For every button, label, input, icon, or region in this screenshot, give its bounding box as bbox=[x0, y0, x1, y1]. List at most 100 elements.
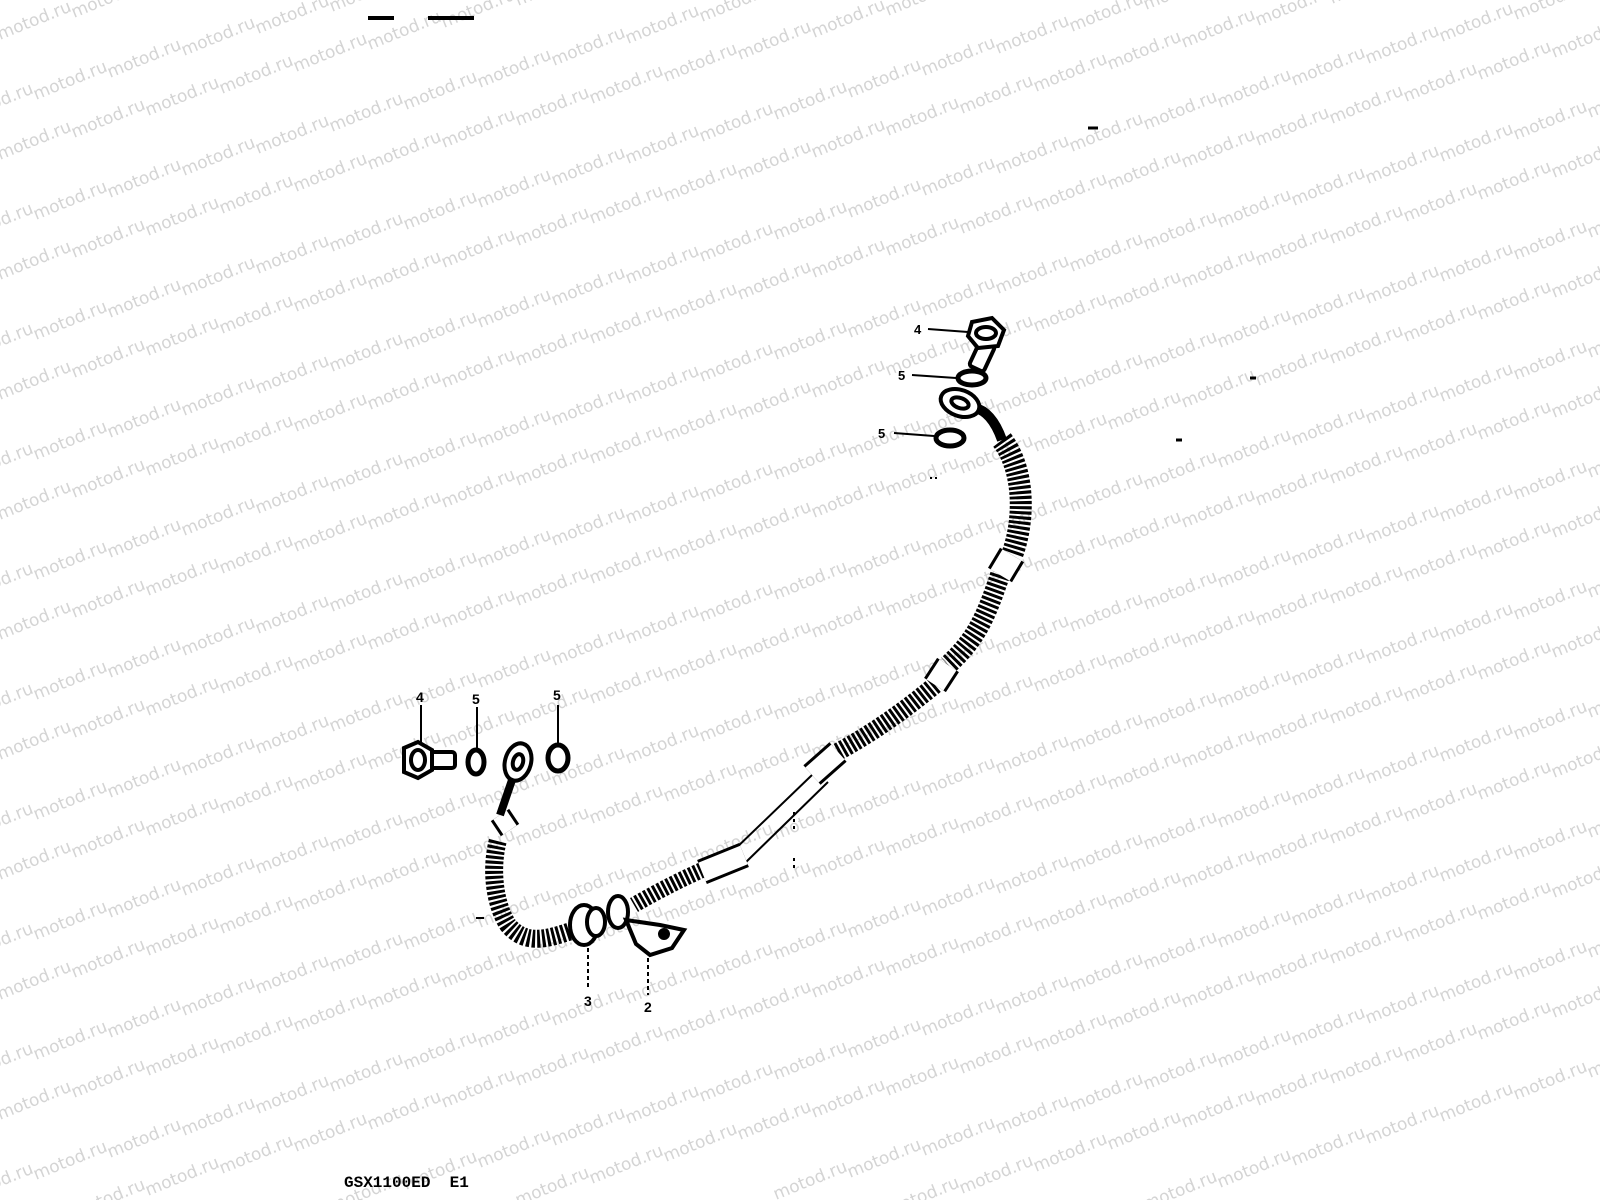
watermark-text: motod.ru bbox=[30, 657, 110, 705]
watermark-text: motod.ru bbox=[696, 939, 776, 987]
watermark-text: motod.ru bbox=[1400, 899, 1480, 947]
watermark-text: motod.ru bbox=[326, 449, 406, 497]
watermark-text: motod.ru bbox=[474, 405, 554, 453]
watermark-text: motod.ru bbox=[252, 591, 332, 639]
watermark-text: motod.ru bbox=[474, 165, 554, 213]
watermark-text: motod.ru bbox=[1252, 463, 1332, 511]
watermark-text: motod.ru bbox=[142, 913, 222, 961]
watermark-text: motod.ru bbox=[844, 1015, 924, 1063]
watermark-text: motod.ru bbox=[734, 17, 814, 65]
watermark-text: motod.ru bbox=[1178, 725, 1258, 773]
watermark-text: motod.ru bbox=[1030, 169, 1110, 217]
watermark-text: motod.ru bbox=[1510, 97, 1590, 145]
watermark-text: motod.ru bbox=[1288, 523, 1368, 571]
watermark-text: motod.ru bbox=[104, 1115, 184, 1163]
watermark-text: motod.ru bbox=[1510, 577, 1590, 625]
watermark-text: motod.ru bbox=[1474, 757, 1554, 805]
watermark-text: motod.ru bbox=[142, 553, 222, 601]
watermark-text: motod.ru bbox=[622, 1, 702, 49]
watermark-text: motod.ru bbox=[400, 547, 480, 595]
watermark-text: motod.ru bbox=[178, 493, 258, 541]
watermark-text: motod.ru bbox=[1214, 305, 1294, 353]
watermark-text: motod.ru bbox=[660, 279, 740, 327]
watermark-text: motod.ru bbox=[1436, 719, 1516, 767]
watermark-text: motod.ru bbox=[290, 629, 370, 677]
watermark-text: motod.ru bbox=[1362, 381, 1442, 429]
watermark-text: motod.ru bbox=[696, 99, 776, 147]
watermark-text: motod.ru bbox=[512, 1163, 592, 1200]
watermark-text: motod.ru bbox=[1252, 0, 1332, 31]
watermark-text: motod.ru bbox=[290, 389, 370, 437]
watermark-text: motod.ru bbox=[1066, 1069, 1146, 1117]
watermark-text: motod.ru bbox=[1362, 501, 1442, 549]
watermark-text: motod.ru bbox=[364, 127, 444, 175]
watermark-text: motod.ru bbox=[918, 1113, 998, 1161]
watermark-text: motod.ru bbox=[1362, 981, 1442, 1029]
watermark-text: motod.ru bbox=[992, 371, 1072, 419]
watermark-text: motod.ru bbox=[252, 951, 332, 999]
watermark-text: motod.ru bbox=[252, 1071, 332, 1119]
watermark-text: motod.ru bbox=[1030, 409, 1110, 457]
watermark-text: motod.ru bbox=[586, 1021, 666, 1069]
watermark-text: motod.ru bbox=[1474, 637, 1554, 685]
watermark-text: motod.ru bbox=[364, 487, 444, 535]
watermark-text: motod.ru bbox=[992, 971, 1072, 1019]
callout-upper-washer-a: 5 bbox=[898, 368, 905, 383]
watermark-text: motod.ru bbox=[1400, 179, 1480, 227]
watermark-text: motod.ru bbox=[474, 525, 554, 573]
watermark-text: motod.ru bbox=[586, 181, 666, 229]
watermark-text: motod.ru bbox=[808, 1075, 888, 1123]
watermark-text: motod.ru bbox=[68, 0, 148, 23]
watermark-text: motod.ru bbox=[1178, 845, 1258, 893]
watermark-text: motod.ru bbox=[512, 83, 592, 131]
upper-washer-a-icon bbox=[955, 368, 989, 388]
watermark-text: motod.ru bbox=[30, 537, 110, 585]
watermark-text: motod.ru bbox=[918, 753, 998, 801]
watermark-text: motod.ru bbox=[548, 383, 628, 431]
watermark-text: motod.ru bbox=[1362, 261, 1442, 309]
watermark-text: motod.ru bbox=[216, 291, 296, 339]
watermark-text: motod.ru bbox=[696, 339, 776, 387]
watermark-text: motod.ru bbox=[882, 813, 962, 861]
callout-upper-banjo-bolt: 4 bbox=[914, 322, 922, 337]
watermark-text: motod.ru bbox=[1104, 747, 1184, 795]
watermark-text: motod.ru bbox=[30, 1137, 110, 1185]
watermark-text: motod.ru bbox=[326, 809, 406, 857]
watermark-text: motod.ru bbox=[1326, 81, 1406, 129]
watermark-text: motod.ru bbox=[1510, 457, 1590, 505]
watermark-text: motod.ru bbox=[142, 1153, 222, 1200]
watermark-text: motod.ru bbox=[178, 13, 258, 61]
watermark-text: motod.ru bbox=[992, 251, 1072, 299]
watermark-text: motod.ru bbox=[734, 737, 814, 785]
watermark-text: motod.ru bbox=[68, 95, 148, 143]
watermark-text: motod.ru bbox=[1104, 987, 1184, 1035]
watermark-text: motod.ru bbox=[68, 695, 148, 743]
watermark-text: motod.ru bbox=[734, 497, 814, 545]
watermark-text: motod.ru bbox=[1178, 965, 1258, 1013]
watermark-text: motod.ru bbox=[1474, 157, 1554, 205]
watermark-text: motod.ru bbox=[1030, 769, 1110, 817]
watermark-text: motod.ru bbox=[326, 329, 406, 377]
watermark-text: motod.ru bbox=[1436, 119, 1516, 167]
watermark-text: motod.ru bbox=[1510, 217, 1590, 265]
watermark-text: motod.ru bbox=[326, 89, 406, 137]
watermark-text: motod.ru bbox=[1140, 807, 1220, 855]
watermark-text: motod.ru bbox=[1252, 103, 1332, 151]
watermark-text: motod.ru bbox=[622, 361, 702, 409]
watermark-text: motod.ru bbox=[178, 733, 258, 781]
watermark-text: motod.ru bbox=[290, 989, 370, 1037]
watermark-text: motod.ru bbox=[1548, 855, 1600, 903]
watermark-text: motod.ru bbox=[1400, 1019, 1480, 1067]
watermark-text: motod.ru bbox=[1362, 621, 1442, 669]
watermark-text: motod.ru bbox=[1252, 583, 1332, 631]
watermark-text: motod.ru bbox=[808, 955, 888, 1003]
upper-banjo-bolt-icon bbox=[965, 315, 1007, 374]
watermark-text: motod.ru bbox=[622, 1081, 702, 1129]
watermark-text: motod.ru bbox=[290, 869, 370, 917]
watermark-text: motod.ru bbox=[252, 711, 332, 759]
watermark-text: motod.ru bbox=[1548, 255, 1600, 303]
watermark-text: motod.ru bbox=[1474, 877, 1554, 925]
watermark-text: motod.ru bbox=[1362, 141, 1442, 189]
watermark-text: motod.ru bbox=[474, 45, 554, 93]
